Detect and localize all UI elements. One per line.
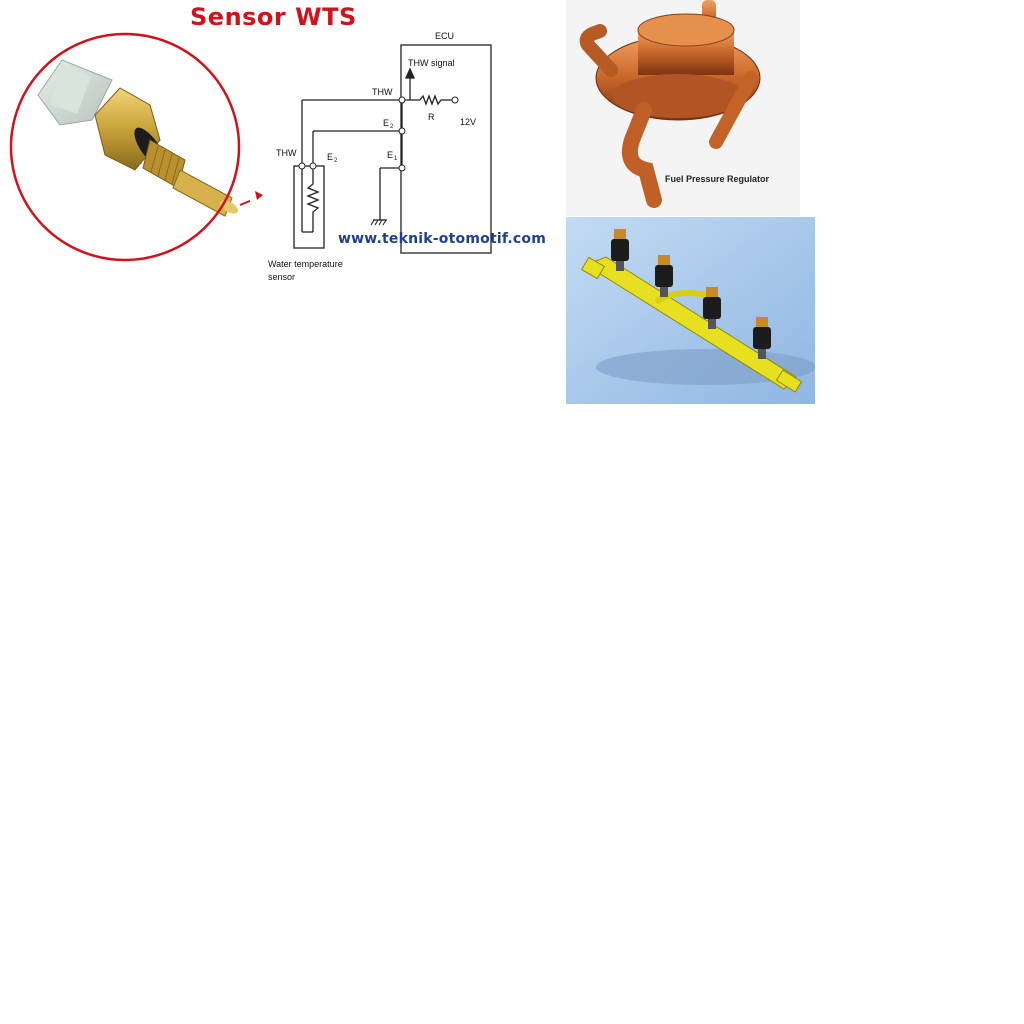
watermark-url: www.teknik-otomotif.com: [338, 231, 546, 247]
thw-ecu-label: THW: [372, 87, 393, 97]
resistor-label: R: [428, 112, 435, 122]
e2-ecu-subscript: 2: [390, 124, 394, 130]
voltage-label: 12V: [460, 117, 476, 127]
fuel-rail-injectors-photo: [566, 217, 815, 404]
e2-ecu-label: E: [383, 118, 389, 128]
fuel-pressure-regulator-label: Fuel Pressure Regulator: [665, 174, 770, 184]
sensor-symbol: [293, 165, 325, 249]
thw-sensor-label: THW: [276, 148, 297, 158]
e2-sensor-subscript: 2: [334, 158, 338, 164]
wts-sensor-photo: [9, 32, 250, 262]
sensor-caption-line1: Water temperature: [268, 259, 343, 269]
sensor-body: [37, 59, 239, 217]
page-title: Sensor WTS: [190, 3, 357, 31]
pointer-arrow-head: [255, 191, 263, 200]
wts-circuit-diagram: ECU THW signal THW THW E 2 E 2 E 1 R 12V…: [255, 31, 492, 282]
e2-sensor-label: E: [327, 152, 333, 162]
sensor-caption-line2: sensor: [268, 272, 295, 282]
e1-subscript: 1: [394, 156, 398, 162]
ecu-box: [400, 44, 492, 254]
ecu-label: ECU: [435, 31, 454, 41]
fuel-pressure-regulator-photo: [566, 0, 800, 216]
highlight-circle: [9, 32, 241, 262]
injectors: [611, 229, 771, 359]
thw-signal-label: THW signal: [408, 58, 455, 68]
e1-label: E: [387, 150, 393, 160]
pointer-arrow: [239, 199, 250, 206]
